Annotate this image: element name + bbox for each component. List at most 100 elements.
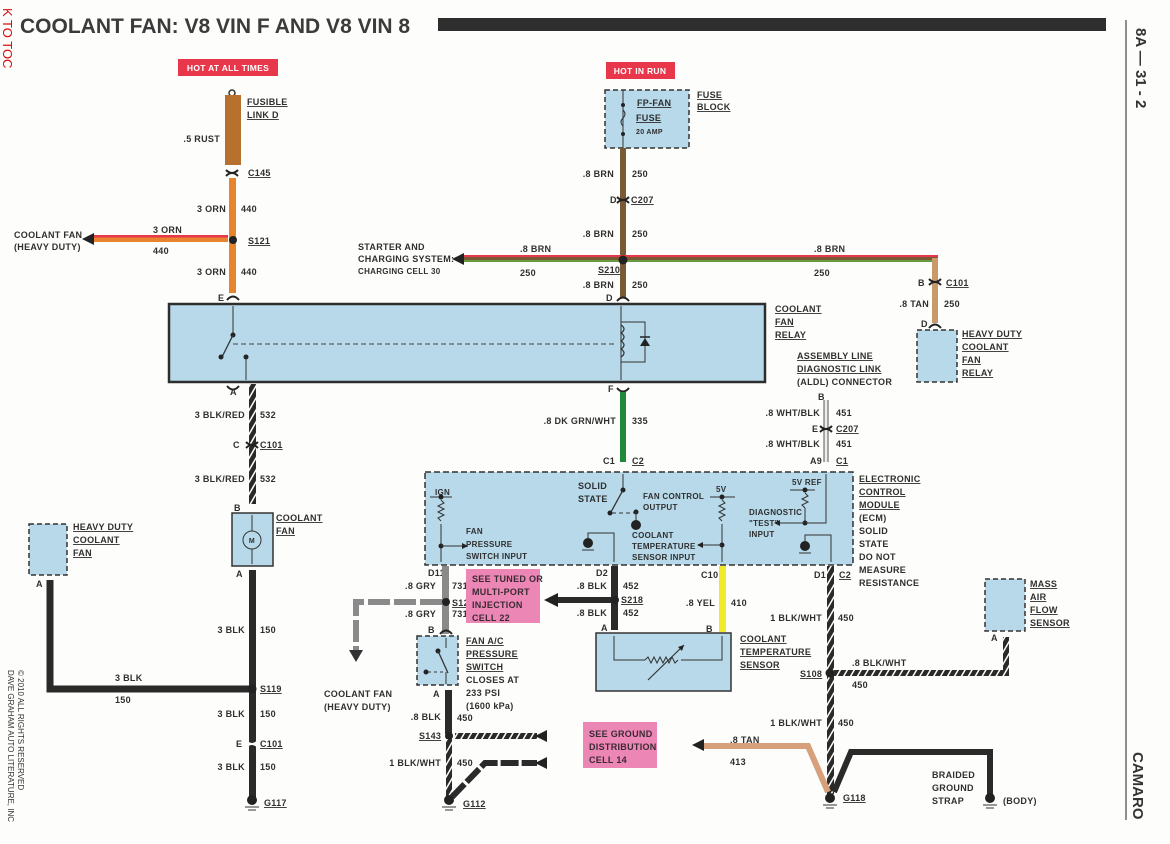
ground-body-icon — [985, 793, 995, 803]
svg-text:FAN: FAN — [466, 527, 483, 536]
splice-s218 — [611, 596, 619, 604]
connector-c101 — [928, 278, 942, 286]
svg-text:250: 250 — [814, 268, 830, 278]
toc-link[interactable]: K TO TOC — [0, 8, 15, 68]
svg-text:450: 450 — [838, 718, 854, 728]
svg-text:S143: S143 — [419, 731, 441, 741]
svg-text:413: 413 — [730, 757, 746, 767]
svg-text:COOLANT: COOLANT — [73, 535, 120, 545]
svg-text:PRESSURE: PRESSURE — [466, 649, 518, 659]
svg-text:440: 440 — [153, 246, 169, 256]
svg-text:A: A — [36, 579, 43, 589]
splice-s119 — [247, 684, 257, 694]
svg-text:SENSOR: SENSOR — [740, 660, 780, 670]
svg-text:.8 BRN: .8 BRN — [520, 244, 551, 254]
svg-text:FAN: FAN — [73, 548, 92, 558]
svg-text:450: 450 — [852, 680, 868, 690]
svg-text:PRESSURE: PRESSURE — [466, 540, 513, 549]
svg-text:.8 TAN: .8 TAN — [899, 299, 929, 309]
svg-text:TEMPERATURE: TEMPERATURE — [740, 647, 811, 657]
fusible-link-label: FUSIBLE — [247, 97, 288, 107]
svg-text:E: E — [236, 739, 242, 749]
svg-text:450: 450 — [457, 758, 473, 768]
svg-text:(HEAVY DUTY): (HEAVY DUTY) — [324, 702, 391, 712]
svg-text:20 AMP: 20 AMP — [636, 129, 663, 136]
svg-text:451: 451 — [836, 439, 852, 449]
svg-text:532: 532 — [260, 474, 276, 484]
svg-text:S210: S210 — [598, 265, 620, 275]
svg-text:C101: C101 — [260, 739, 283, 749]
svg-text:1 BLK/WHT: 1 BLK/WHT — [770, 718, 822, 728]
ecm — [424, 471, 854, 566]
svg-text:SENSOR: SENSOR — [1030, 618, 1070, 628]
note-ground-distribution[interactable]: SEE GROUND DISTRIBUTION CELL 14 — [583, 722, 657, 768]
wire-label: .5 RUST — [183, 134, 220, 144]
svg-text:S218: S218 — [621, 595, 643, 605]
hd-coolant-fan-relay — [916, 329, 958, 383]
svg-text:S122: S122 — [452, 598, 474, 608]
svg-text:D1: D1 — [814, 570, 826, 580]
svg-text:.8 BLK/WHT: .8 BLK/WHT — [852, 658, 907, 668]
svg-text:COOLANT: COOLANT — [775, 304, 822, 314]
svg-text:DISTRIBUTION: DISTRIBUTION — [589, 742, 657, 752]
svg-text:3 BLK: 3 BLK — [217, 709, 245, 719]
svg-text:452: 452 — [623, 581, 639, 591]
motor-icon — [242, 530, 262, 550]
svg-text:.8 WHT/BLK: .8 WHT/BLK — [766, 408, 821, 418]
svg-text:410: 410 — [731, 598, 747, 608]
hot-at-all-times-badge: HOT AT ALL TIMES — [178, 59, 278, 76]
copyright-line2: © 2010 ALL RIGHTS RESERVED — [16, 670, 25, 790]
svg-text:D11: D11 — [428, 568, 445, 578]
svg-text:A: A — [991, 633, 998, 643]
svg-text:SEE TUNED OR: SEE TUNED OR — [472, 574, 543, 584]
svg-text:.8 GRY: .8 GRY — [405, 581, 436, 591]
svg-text:(ECM): (ECM) — [859, 513, 887, 523]
svg-text:TEMPERATURE: TEMPERATURE — [632, 542, 696, 551]
svg-text:COOLANT FAN: COOLANT FAN — [324, 689, 392, 699]
wire-blk-wht-450-main — [827, 566, 834, 794]
svg-text:COOLANT FAN: COOLANT FAN — [14, 230, 82, 240]
svg-text:3 ORN: 3 ORN — [153, 225, 182, 235]
title-bar — [438, 18, 1106, 31]
page-number: 8A — 31 - 2 — [1132, 28, 1149, 108]
svg-text:DO NOT: DO NOT — [859, 552, 896, 562]
wire-tan-413 — [704, 743, 831, 794]
svg-text:D: D — [606, 293, 613, 303]
svg-text:HOT IN RUN: HOT IN RUN — [614, 66, 667, 76]
svg-text:STATE: STATE — [578, 494, 608, 504]
svg-text:452: 452 — [623, 608, 639, 618]
svg-text:(ALDL) CONNECTOR: (ALDL) CONNECTOR — [797, 377, 892, 387]
svg-text:A: A — [433, 689, 440, 699]
svg-text:3 BLK: 3 BLK — [217, 625, 245, 635]
vehicle-label: CAMARO — [1129, 752, 1146, 820]
connector-c207 — [616, 196, 630, 204]
svg-text:3 ORN: 3 ORN — [197, 204, 226, 214]
svg-text:CONTROL: CONTROL — [859, 487, 906, 497]
svg-text:IGN: IGN — [435, 488, 450, 497]
svg-text:S108: S108 — [800, 669, 822, 679]
coolant-fan-relay — [167, 302, 767, 384]
wire-orn-440 — [229, 178, 236, 293]
svg-text:3 BLK: 3 BLK — [115, 673, 143, 683]
svg-text:C1: C1 — [836, 456, 848, 466]
svg-text:MASS: MASS — [1030, 579, 1057, 589]
svg-text:FAN CONTROL: FAN CONTROL — [643, 492, 704, 501]
ground-icon — [583, 538, 593, 548]
svg-text:.8 BLK: .8 BLK — [577, 608, 608, 618]
svg-text:DIAGNOSTIC: DIAGNOSTIC — [749, 508, 802, 517]
svg-text:MULTI-PORT: MULTI-PORT — [472, 587, 530, 597]
page-title: COOLANT FAN: V8 VIN F AND V8 VIN 8 — [20, 15, 410, 38]
svg-text:450: 450 — [457, 713, 473, 723]
svg-text:532: 532 — [260, 410, 276, 420]
svg-text:SWITCH INPUT: SWITCH INPUT — [466, 552, 527, 561]
svg-text:S121: S121 — [248, 236, 270, 246]
svg-text:250: 250 — [632, 169, 648, 179]
note-tuned-injection[interactable]: SEE TUNED OR MULTI-PORT INJECTION CELL 2… — [466, 569, 543, 623]
arrow-left-icon — [535, 757, 547, 769]
arrow-left-icon — [535, 730, 547, 742]
svg-text:D: D — [921, 319, 928, 329]
svg-text:STARTER AND: STARTER AND — [358, 242, 425, 252]
svg-text:B: B — [234, 503, 241, 513]
svg-text:STATE: STATE — [859, 539, 889, 549]
splice-s210 — [618, 255, 628, 265]
